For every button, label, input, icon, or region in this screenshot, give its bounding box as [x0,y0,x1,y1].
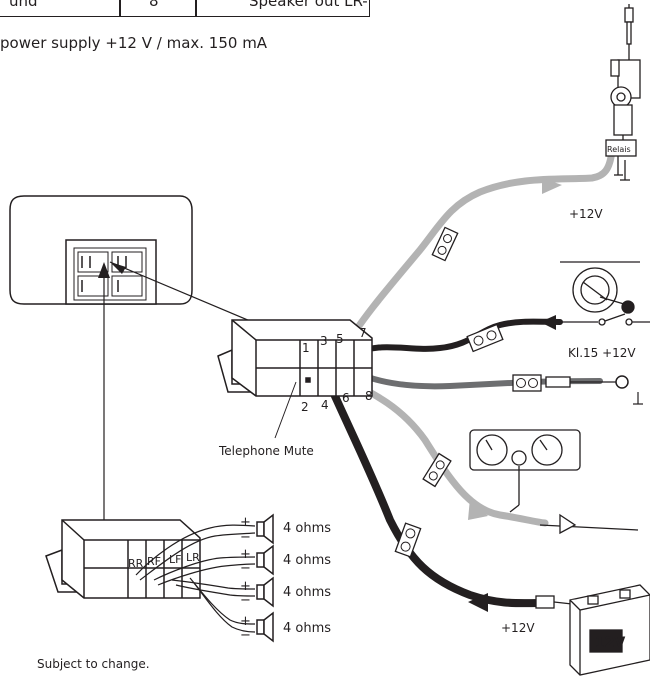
ignition-cable-arrow [540,315,556,330]
speaker-3-plus: + [240,579,251,594]
speaker-1-plus: + [240,515,251,530]
illumination-cable-arrow [468,498,488,520]
pin-label-1: 1 [302,341,310,355]
speaker-1-minus: − [240,530,251,545]
pin-label-5: 5 [336,332,344,346]
table-cell-number: 8 [149,0,159,10]
kl15-label: Kl.15 +12V [568,346,636,360]
channel-label-rf: RF [147,555,161,568]
channel-label-rr: RR [128,557,144,570]
speaker-icon-1 [256,513,274,545]
antenna-cable [341,146,616,352]
power-supply-note: power supply +12 V / max. 150 mA [0,34,268,52]
illumination-cable-connector [422,452,452,488]
speaker-icon-2 [256,544,274,576]
speaker-2-impedance: 4 ohms [283,553,331,568]
car-radio-icon [9,195,193,305]
speaker-icon-4 [256,611,274,643]
battery-cable [326,381,544,608]
speaker-2-plus: + [240,547,251,562]
speaker-1-impedance: 4 ohms [283,521,331,536]
pin-table-row: und 8 Speaker out LR- [0,0,370,17]
ignition-switch-icon [598,313,650,326]
speaker-plug-box [45,519,201,599]
pin-label-7: 7 [359,326,367,340]
table-cell-left: und [9,0,38,10]
pin-label-6: 6 [342,391,350,405]
battery-icon: 12V [569,584,650,676]
telephone-mute-label: Telephone Mute [218,444,314,458]
svg-text:12V: 12V [595,635,625,651]
illumination-cable [341,376,549,527]
pin-label-4: 4 [321,398,329,412]
battery-power-label: +12V [501,621,535,635]
battery-cable-arrow [468,593,488,612]
instrument-cluster-icon [469,429,639,535]
battery-cable-connector [394,522,422,558]
speaker-icon-3 [256,576,274,608]
speaker-4-plus: + [240,614,251,629]
antenna-cable-arrow [542,178,562,194]
antenna-cable-connector [431,226,459,262]
antenna-icon [605,4,641,181]
ignition-cable [349,318,563,358]
pin-label-2: 2 [301,400,309,414]
relais-label: Relais [607,145,631,154]
speaker-2-minus: − [240,561,251,576]
telephone-mute-pointer [274,381,297,439]
antenna-power-label: +12V [569,207,603,221]
speaker-4-minus: − [240,628,251,643]
pin-label-3: 3 [320,334,328,348]
channel-label-lf: LF [169,553,181,566]
ignition-cable-connector [466,323,504,353]
pin-label-8: 8 [365,389,373,403]
channel-label-lr: LR [186,551,200,564]
speaker-3-minus: − [240,593,251,608]
ground-cable-connector [512,374,542,392]
speaker-4-impedance: 4 ohms [283,621,331,636]
speaker-wires [135,524,256,633]
adapter-box [217,319,373,397]
footer-note: Subject to change. [37,657,150,671]
speaker-3-impedance: 4 ohms [283,585,331,600]
ignition-lock-icon [560,261,640,314]
table-cell-right: Speaker out LR- [249,0,368,10]
